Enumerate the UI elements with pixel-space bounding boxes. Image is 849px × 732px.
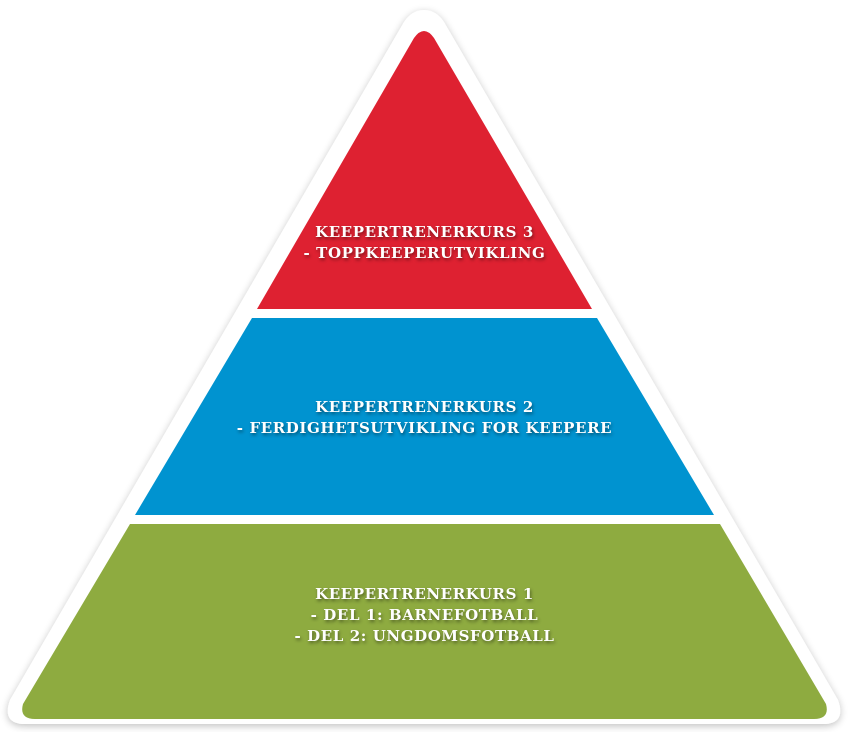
level-1-label: KEEPERTRENERKURS 1 - DEL 1: BARNEFOTBALL… (0, 584, 849, 647)
level-2-title: KEEPERTRENERKURS 2 (315, 398, 534, 416)
level-2-subtitle: - FERDIGHETSUTVIKLING FOR KEEPERE (236, 419, 613, 437)
level-1-title: KEEPERTRENERKURS 1 (315, 585, 534, 603)
level-2-label: KEEPERTRENERKURS 2 - FERDIGHETSUTVIKLING… (0, 397, 849, 439)
level-3-subtitle: - TOPPKEEPERUTVIKLING (303, 244, 546, 262)
level-3-label: KEEPERTRENERKURS 3 - TOPPKEEPERUTVIKLING (0, 222, 849, 264)
pyramid-band-level-3 (257, 31, 592, 309)
level-3-title: KEEPERTRENERKURS 3 (315, 223, 534, 241)
pyramid-band-level-1 (22, 524, 827, 719)
pyramid-band-level-2 (135, 318, 714, 515)
level-1-part-2: - DEL 2: UNGDOMSFOTBALL (294, 627, 555, 645)
level-1-part-1: - DEL 1: BARNEFOTBALL (310, 606, 539, 624)
